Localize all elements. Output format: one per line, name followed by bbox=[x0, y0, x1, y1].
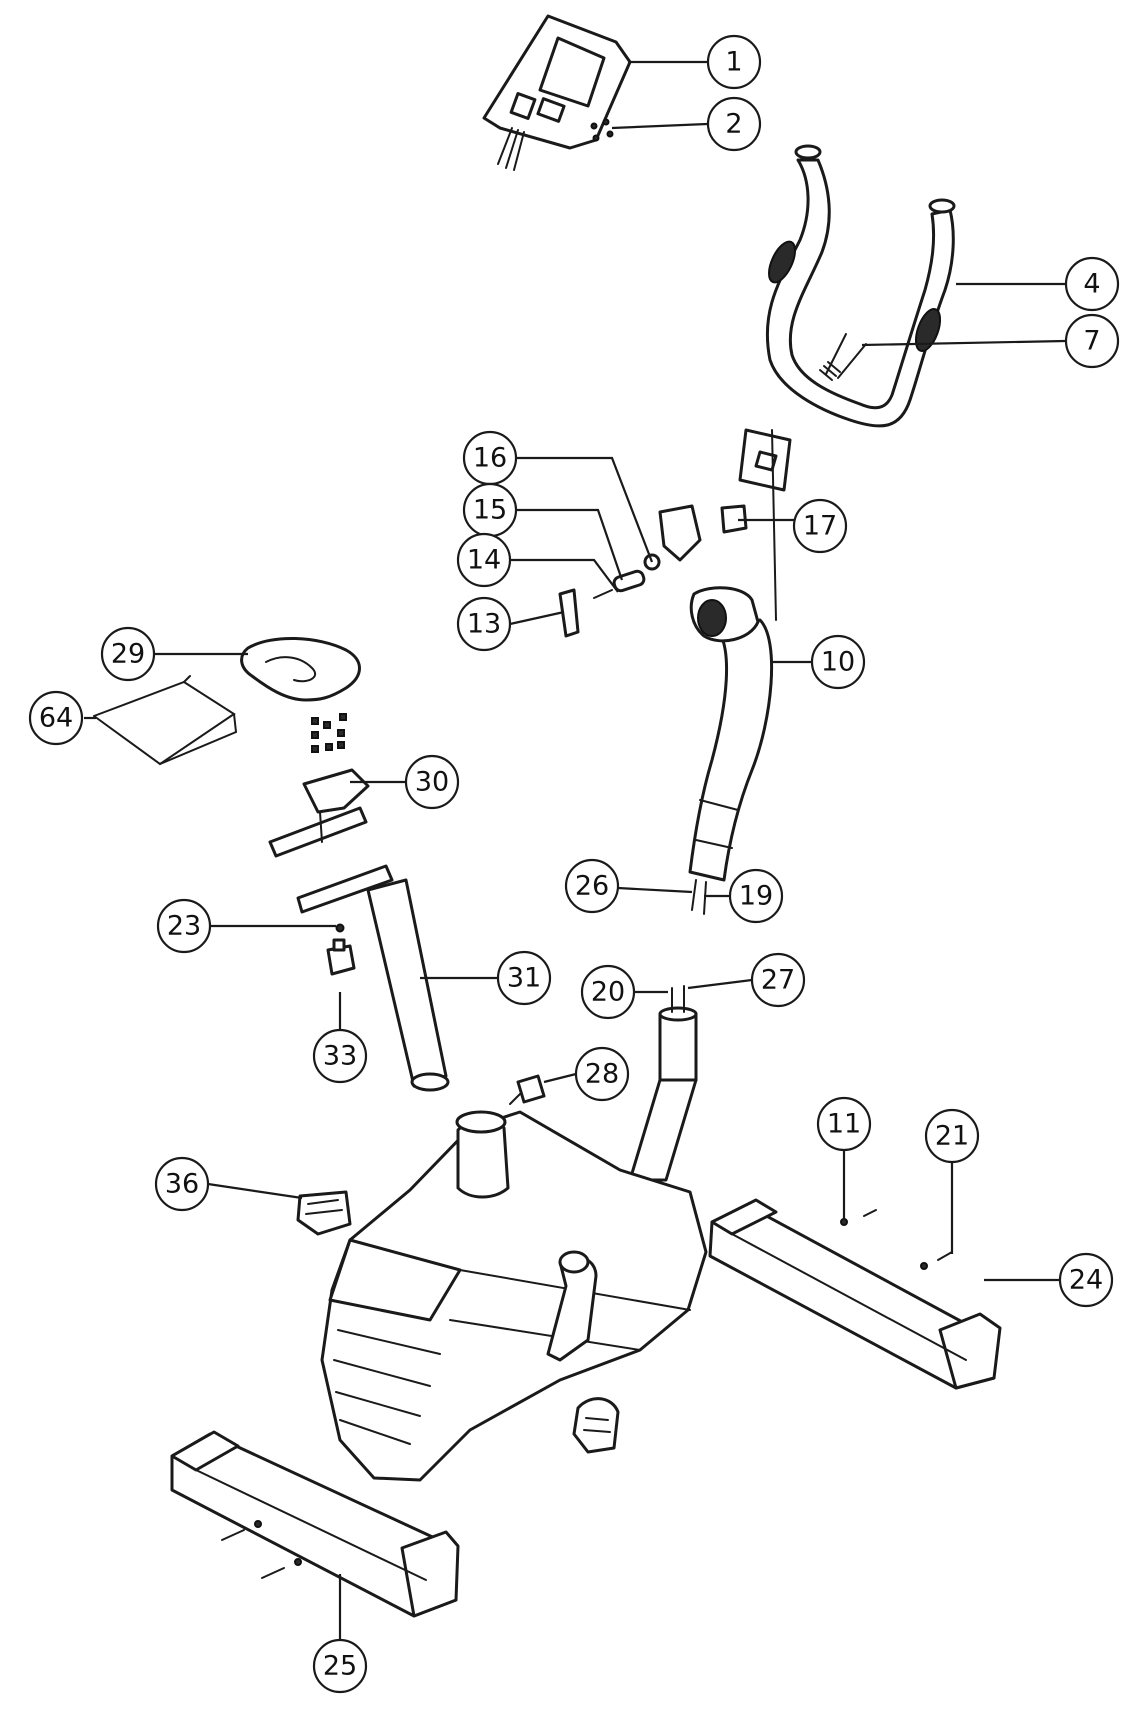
callout-27: 27 bbox=[750, 952, 806, 1008]
seat-knob-part bbox=[326, 923, 356, 976]
console-part bbox=[482, 14, 632, 171]
seat-screws bbox=[311, 713, 347, 753]
callout-25: 25 bbox=[312, 1638, 368, 1694]
callout-30: 30 bbox=[404, 754, 460, 810]
callout-15: 15 bbox=[462, 482, 518, 538]
callout-label: 2 bbox=[725, 109, 742, 140]
holder-bracket-part bbox=[93, 675, 238, 766]
callout-33: 33 bbox=[312, 1028, 368, 1084]
handlebar-post-part bbox=[688, 428, 792, 882]
callout-label: 28 bbox=[585, 1059, 619, 1090]
callout-10: 10 bbox=[810, 634, 866, 690]
seat-slider-part bbox=[268, 768, 370, 858]
callout-26: 26 bbox=[564, 858, 620, 914]
callout-16: 16 bbox=[462, 430, 518, 486]
callout-label: 16 bbox=[473, 443, 507, 474]
callout-2: 2 bbox=[706, 96, 762, 152]
callout-19: 19 bbox=[728, 868, 784, 924]
handlebar-wires bbox=[825, 333, 867, 379]
callout-13: 13 bbox=[456, 596, 512, 652]
callout-label: 23 bbox=[167, 911, 201, 942]
seat-part bbox=[240, 636, 361, 702]
callout-label: 64 bbox=[39, 703, 73, 734]
callout-label: 10 bbox=[821, 647, 855, 678]
callout-label: 19 bbox=[739, 881, 773, 912]
callout-28: 28 bbox=[574, 1046, 630, 1102]
callout-label: 15 bbox=[473, 495, 507, 526]
callout-11: 11 bbox=[816, 1096, 872, 1152]
callout-label: 21 bbox=[935, 1121, 969, 1152]
callout-label: 25 bbox=[323, 1651, 357, 1682]
callout-label: 11 bbox=[827, 1109, 861, 1140]
callout-31: 31 bbox=[496, 950, 552, 1006]
leader-lines bbox=[84, 60, 1066, 1640]
left-pedal-part bbox=[296, 1190, 352, 1236]
callout-label: 7 bbox=[1083, 326, 1100, 357]
lower-post-wires bbox=[691, 879, 707, 915]
front-stabilizer-part bbox=[170, 1430, 460, 1618]
callout-label: 13 bbox=[467, 609, 501, 640]
callout-label: 36 bbox=[165, 1169, 199, 1200]
callout-label: 17 bbox=[803, 511, 837, 542]
tension-knob-part bbox=[509, 1074, 546, 1105]
callout-label: 27 bbox=[761, 965, 795, 996]
callout-label: 29 bbox=[111, 639, 145, 670]
main-frame-part bbox=[320, 1110, 708, 1482]
lower-stem-part bbox=[628, 985, 698, 1182]
callout-4: 4 bbox=[1064, 256, 1120, 312]
tension-knob-assembly bbox=[558, 504, 760, 643]
rear-bolts bbox=[840, 1209, 953, 1270]
front-bolts bbox=[221, 1520, 302, 1579]
callout-label: 33 bbox=[323, 1041, 357, 1072]
callout-24: 24 bbox=[1058, 1252, 1114, 1308]
callout-label: 31 bbox=[507, 963, 541, 994]
callout-label: 30 bbox=[415, 767, 449, 798]
callout-20: 20 bbox=[580, 964, 636, 1020]
callout-label: 14 bbox=[467, 545, 501, 576]
callout-label: 20 bbox=[591, 977, 625, 1008]
callout-14: 14 bbox=[456, 532, 512, 588]
callout-label: 26 bbox=[575, 871, 609, 902]
handlebar-part bbox=[765, 144, 956, 428]
callout-label: 4 bbox=[1083, 269, 1100, 300]
right-pedal-part bbox=[572, 1397, 620, 1454]
callout-label: 1 bbox=[725, 47, 742, 78]
rear-stabilizer-part bbox=[708, 1198, 1002, 1390]
callout-21: 21 bbox=[924, 1108, 980, 1164]
callout-label: 24 bbox=[1069, 1265, 1103, 1296]
callout-36: 36 bbox=[154, 1156, 210, 1212]
callout-7: 7 bbox=[1064, 313, 1120, 369]
seat-post-part bbox=[296, 864, 450, 1092]
callout-1: 1 bbox=[706, 34, 762, 90]
console-screws bbox=[590, 118, 614, 142]
callout-64: 64 bbox=[28, 690, 84, 746]
callout-17: 17 bbox=[792, 498, 848, 554]
callout-23: 23 bbox=[156, 898, 212, 954]
callout-29: 29 bbox=[100, 626, 156, 682]
